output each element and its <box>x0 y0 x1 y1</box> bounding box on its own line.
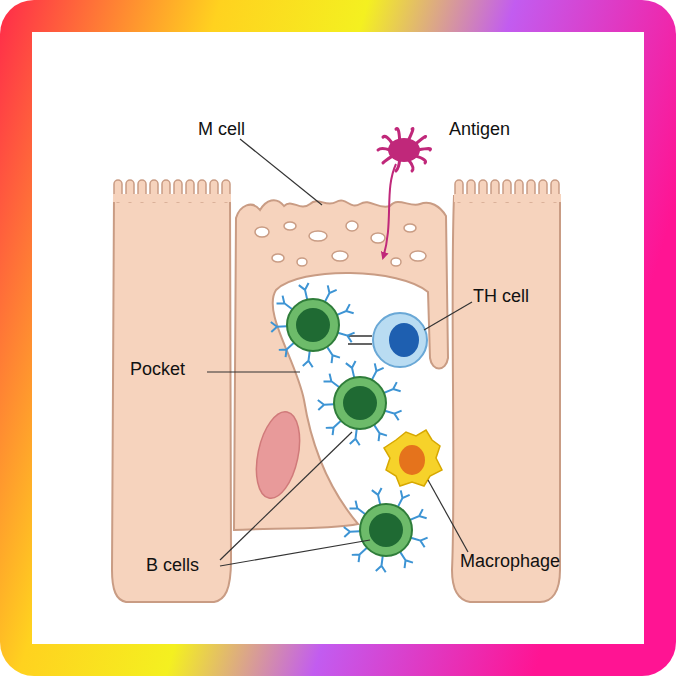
b-cell-body <box>360 504 412 556</box>
epithelial-cell <box>452 196 560 602</box>
panel <box>32 32 644 644</box>
part-label: Antigen <box>449 120 510 140</box>
b-cell <box>271 283 355 367</box>
antibody <box>372 363 384 380</box>
antibody <box>398 490 410 507</box>
b-cell-body <box>287 299 339 351</box>
antibody <box>344 527 360 537</box>
m-cell-vesicles <box>255 221 426 266</box>
antibody <box>410 509 427 520</box>
b-cell-nucleus <box>343 386 377 420</box>
nucleus <box>249 408 306 502</box>
b-cell-nucleus <box>296 308 330 342</box>
antibody <box>337 304 354 315</box>
antibody <box>325 285 337 302</box>
antibody <box>271 322 287 332</box>
part-label: Pocket <box>130 360 185 380</box>
macrophage <box>384 430 442 486</box>
antibody <box>318 400 334 410</box>
antibody <box>303 351 313 367</box>
th-cell <box>348 313 427 367</box>
b-cell <box>318 361 402 445</box>
antibody <box>327 347 340 363</box>
antibody <box>376 556 386 572</box>
leader-lines <box>207 139 472 566</box>
antibody <box>400 552 413 568</box>
antibody <box>385 411 402 421</box>
antibody <box>350 501 366 515</box>
antibody <box>350 429 360 445</box>
antigen <box>378 129 431 258</box>
part-label: M cell <box>198 120 245 140</box>
b-cell-nucleus <box>369 513 403 547</box>
part-label: TH cell <box>473 287 529 307</box>
villi-base <box>113 194 231 202</box>
antibody <box>277 296 293 310</box>
antibody <box>352 548 367 563</box>
antibody <box>374 425 387 441</box>
antibody <box>324 374 340 388</box>
antibody <box>299 283 309 300</box>
b-cell-body <box>334 377 386 429</box>
m-cell <box>234 200 448 530</box>
b-cell <box>344 488 428 572</box>
antibody <box>411 538 428 548</box>
antibody <box>338 333 355 343</box>
antibody <box>346 361 356 378</box>
part-label: Macrophage <box>460 552 560 572</box>
antibody <box>384 382 401 393</box>
part-label: B cells <box>146 556 199 576</box>
antibody <box>279 343 294 358</box>
antibody <box>372 488 382 505</box>
antibody <box>326 421 341 436</box>
epithelial-cell <box>112 196 231 602</box>
villi-base <box>454 194 561 202</box>
